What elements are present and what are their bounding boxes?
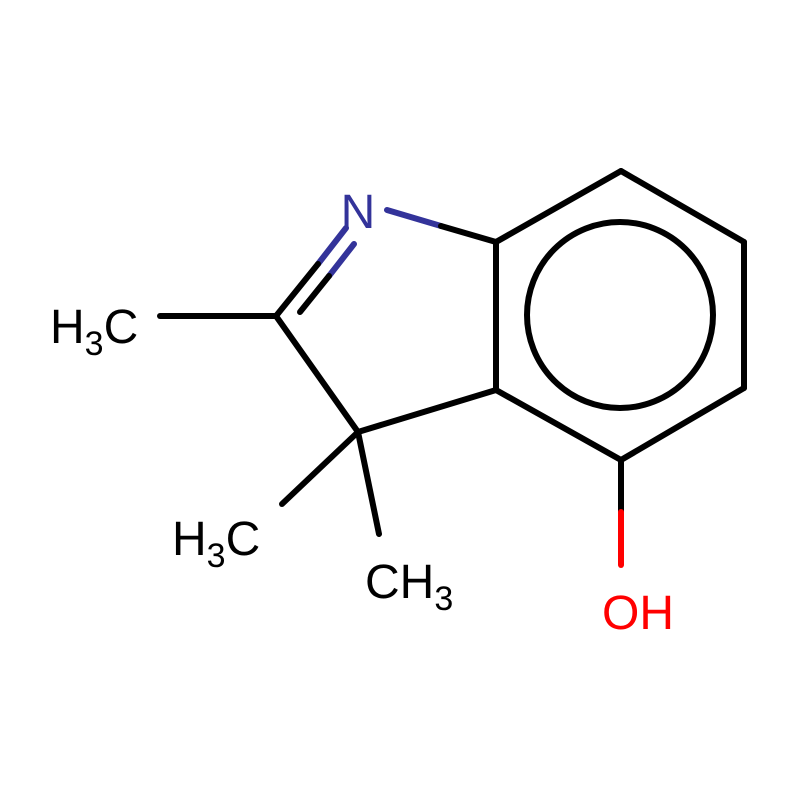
bond-c3-methyl-left [279,429,361,507]
bond-n-c7a-black [438,223,499,245]
bond-n-c7a-blue [384,207,444,229]
hydroxyl-label: OH [602,587,674,640]
nitrogen-label: N [341,186,376,239]
methyl-lower-left-sub: 3 [207,537,226,575]
substituent-bonds [157,313,624,568]
methyl-left-sub: 3 [85,325,104,363]
bond-c7a-c7 [493,168,624,245]
benzene-ring [493,168,747,463]
methyl-lower-ch: CH [365,556,434,609]
methyl-lower-left-c: C [226,513,261,566]
bond-c4-c3a [493,387,624,463]
bond-c2-c3 [273,313,361,435]
bond-c7-c6 [618,168,747,245]
methyl-label-left: H3C [50,301,138,363]
methyl-label-lower: CH3 [365,556,453,618]
bond-n-c2-black [273,261,321,319]
bond-n-c2-inner-blue [326,241,357,279]
methyl-lower-sub: 3 [434,580,453,618]
methyl-left-h: H [50,301,85,354]
bond-c3-c3a [355,387,499,435]
bond-c3-methyl-down [355,429,382,537]
bond-n-c2-blue [315,225,349,267]
methyl-label-lower-left: H3C [172,513,260,575]
methyl-left-c: C [104,301,139,354]
aromatic-circle [524,219,716,411]
methyl-lower-left-h: H [172,513,207,566]
bond-n-c2-inner-black [297,273,332,315]
bond-c5-c4 [618,385,747,463]
pyrroline-ring [273,207,499,435]
